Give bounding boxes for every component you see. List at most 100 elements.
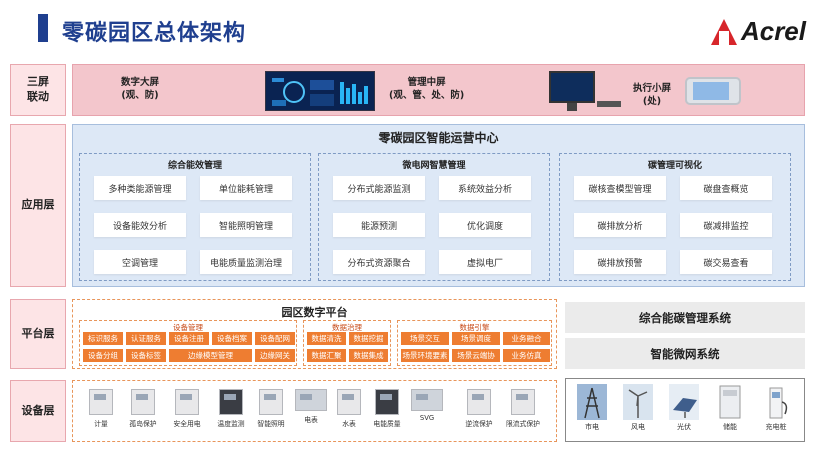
module-cell[interactable]: 碳盘查概览 bbox=[680, 176, 772, 200]
device-smart-lighting: 智能照明 bbox=[251, 389, 291, 428]
power-quality-icon bbox=[375, 389, 399, 415]
svg-device-icon bbox=[411, 389, 443, 411]
platform-cell[interactable]: 设备标签 bbox=[126, 349, 166, 362]
device-label: 安全用电 bbox=[173, 420, 201, 428]
energy-label: 光伏 bbox=[677, 423, 691, 431]
current-limit-icon bbox=[511, 389, 535, 415]
module-cell[interactable]: 空调管理 bbox=[94, 250, 186, 274]
platform-cell[interactable]: 场景环境要素 bbox=[401, 349, 449, 362]
screen-sub: (处) bbox=[642, 95, 662, 107]
device-panel: 计量 孤岛保护 安全用电 温度监测 智能照明 电表 水表 电能质量 SVG 逆流… bbox=[72, 380, 557, 442]
platform-cell[interactable]: 边缘模型管理 bbox=[169, 349, 252, 362]
platform-cell[interactable]: 业务融合 bbox=[503, 332, 550, 345]
module-cell[interactable]: 电能质量监测治理 bbox=[200, 250, 292, 274]
platform-cell[interactable]: 设备注册 bbox=[169, 332, 209, 345]
title-accent-bar bbox=[38, 14, 48, 42]
energy-solar: 光伏 bbox=[664, 384, 704, 432]
storage-cabinet-icon bbox=[715, 384, 745, 420]
phone-icon bbox=[685, 77, 741, 105]
system-carbon-mgmt[interactable]: 综合能碳管理系统 bbox=[565, 302, 805, 333]
device-power-quality: 电能质量 bbox=[367, 389, 407, 428]
module-cell[interactable]: 系统效益分析 bbox=[439, 176, 531, 200]
device-label: 智能照明 bbox=[257, 420, 285, 428]
module-cell[interactable]: 多种类能源管理 bbox=[94, 176, 186, 200]
platform-cell[interactable]: 标识服务 bbox=[83, 332, 123, 345]
device-label: 限流式保护 bbox=[506, 420, 540, 428]
brand-logo: Acrel bbox=[710, 16, 806, 47]
layer-label-screen: 三屏 联动 bbox=[10, 64, 66, 116]
device-safe-power: 安全用电 bbox=[167, 389, 207, 428]
device-label: 孤岛保护 bbox=[129, 420, 157, 428]
monitor-stand bbox=[567, 103, 577, 111]
module-cell[interactable]: 碳交易查看 bbox=[680, 250, 772, 274]
pgroup-data-engine: 数据引擎 场景交互 场景调度 业务融合 场景环境要素 场景云端协 业务仿真 bbox=[397, 320, 552, 366]
screen-sub: (观、管、处、防) bbox=[389, 89, 465, 101]
device-label: 电能质量 bbox=[373, 420, 401, 428]
module-cell[interactable]: 碳排放预警 bbox=[574, 250, 666, 274]
pgroup-title: 数据引擎 bbox=[459, 323, 490, 332]
energy-label: 市电 bbox=[585, 423, 599, 431]
group-energy-efficiency: 综合能效管理 多种类能源管理 单位能耗管理 设备能效分析 智能照明管理 空调管理… bbox=[79, 153, 311, 281]
platform-cell[interactable]: 业务仿真 bbox=[503, 349, 550, 362]
group-title: 碳管理可视化 bbox=[647, 161, 702, 171]
platform-cell[interactable]: 数据清洗 bbox=[307, 332, 346, 345]
water-meter-icon bbox=[337, 389, 361, 415]
module-cell[interactable]: 碳排放分析 bbox=[574, 213, 666, 237]
system-microgrid[interactable]: 智能微网系统 bbox=[565, 338, 805, 369]
platform-cell[interactable]: 数据集成 bbox=[349, 349, 388, 362]
device-label: 逆流保护 bbox=[465, 420, 493, 428]
platform-title: 园区数字平台 bbox=[281, 306, 348, 319]
energy-label: 充电桩 bbox=[765, 423, 787, 431]
ops-center-title: 零碳园区智能运营中心 bbox=[378, 131, 499, 145]
device-temperature: 温度监测 bbox=[211, 389, 251, 428]
screen-sub: (观、防) bbox=[121, 89, 159, 101]
layer-label-app: 应用层 bbox=[10, 124, 66, 287]
device-label: SVG bbox=[419, 414, 435, 422]
reverse-protection-icon bbox=[467, 389, 491, 415]
ops-center-panel: 零碳园区智能运营中心 综合能效管理 多种类能源管理 单位能耗管理 设备能效分析 … bbox=[72, 124, 805, 287]
screen-title: 管理中屏 bbox=[407, 77, 446, 88]
big-screen-dashboard-icon bbox=[265, 71, 375, 111]
platform-cell[interactable]: 设备分组 bbox=[83, 349, 123, 362]
pgroup-data-governance: 数据治理 数据清洗 数据挖掘 数据汇聚 数据集成 bbox=[303, 320, 391, 366]
module-cell[interactable]: 单位能耗管理 bbox=[200, 176, 292, 200]
meter-icon bbox=[89, 389, 113, 415]
safety-device-icon bbox=[175, 389, 199, 415]
module-cell[interactable]: 分布式资源聚合 bbox=[333, 250, 425, 274]
module-cell[interactable]: 碳核查模型管理 bbox=[574, 176, 666, 200]
device-label: 水表 bbox=[342, 420, 356, 428]
module-cell[interactable]: 虚拟电厂 bbox=[439, 250, 531, 274]
platform-cell[interactable]: 边缘网关 bbox=[255, 349, 295, 362]
group-microgrid: 微电网智慧管理 分布式能源监测 系统效益分析 能源预测 优化调度 分布式资源聚合… bbox=[318, 153, 550, 281]
module-cell[interactable]: 设备能效分析 bbox=[94, 213, 186, 237]
solar-panel-icon bbox=[669, 384, 699, 420]
platform-cell[interactable]: 设备档案 bbox=[212, 332, 252, 345]
platform-cell[interactable]: 场景交互 bbox=[401, 332, 449, 345]
platform-cell[interactable]: 认证服务 bbox=[126, 332, 166, 345]
device-electric-meter: 电表 bbox=[291, 389, 331, 424]
protector-icon bbox=[131, 389, 155, 415]
pgroup-device-mgmt: 设备管理 标识服务 认证服务 设备注册 设备档案 设备配网 设备分组 设备标签 … bbox=[79, 320, 297, 366]
platform-cell[interactable]: 设备配网 bbox=[255, 332, 295, 345]
module-cell[interactable]: 智能照明管理 bbox=[200, 213, 292, 237]
platform-cell[interactable]: 场景调度 bbox=[452, 332, 500, 345]
pgroup-title: 设备管理 bbox=[173, 323, 203, 332]
device-reverse-protection: 逆流保护 bbox=[459, 389, 499, 428]
module-cell[interactable]: 优化调度 bbox=[439, 213, 531, 237]
module-cell[interactable]: 能源预测 bbox=[333, 213, 425, 237]
energy-label: 储能 bbox=[723, 423, 737, 431]
energy-grid: 市电 bbox=[572, 384, 612, 432]
module-cell[interactable]: 分布式能源监测 bbox=[333, 176, 425, 200]
module-cell[interactable]: 碳减排监控 bbox=[680, 213, 772, 237]
energy-label: 风电 bbox=[631, 423, 645, 431]
device-water-meter: 水表 bbox=[329, 389, 369, 428]
screen-title: 数字大屏 bbox=[121, 77, 160, 88]
platform-cell[interactable]: 数据汇聚 bbox=[307, 349, 346, 362]
keyboard-icon bbox=[597, 101, 621, 107]
charging-pile-icon bbox=[761, 384, 791, 420]
energy-charging: 充电桩 bbox=[756, 384, 796, 432]
screen-title: 执行小屏 bbox=[633, 83, 672, 94]
platform-cell[interactable]: 场景云端协 bbox=[452, 349, 500, 362]
electric-meter-icon bbox=[295, 389, 327, 411]
platform-cell[interactable]: 数据挖掘 bbox=[349, 332, 388, 345]
